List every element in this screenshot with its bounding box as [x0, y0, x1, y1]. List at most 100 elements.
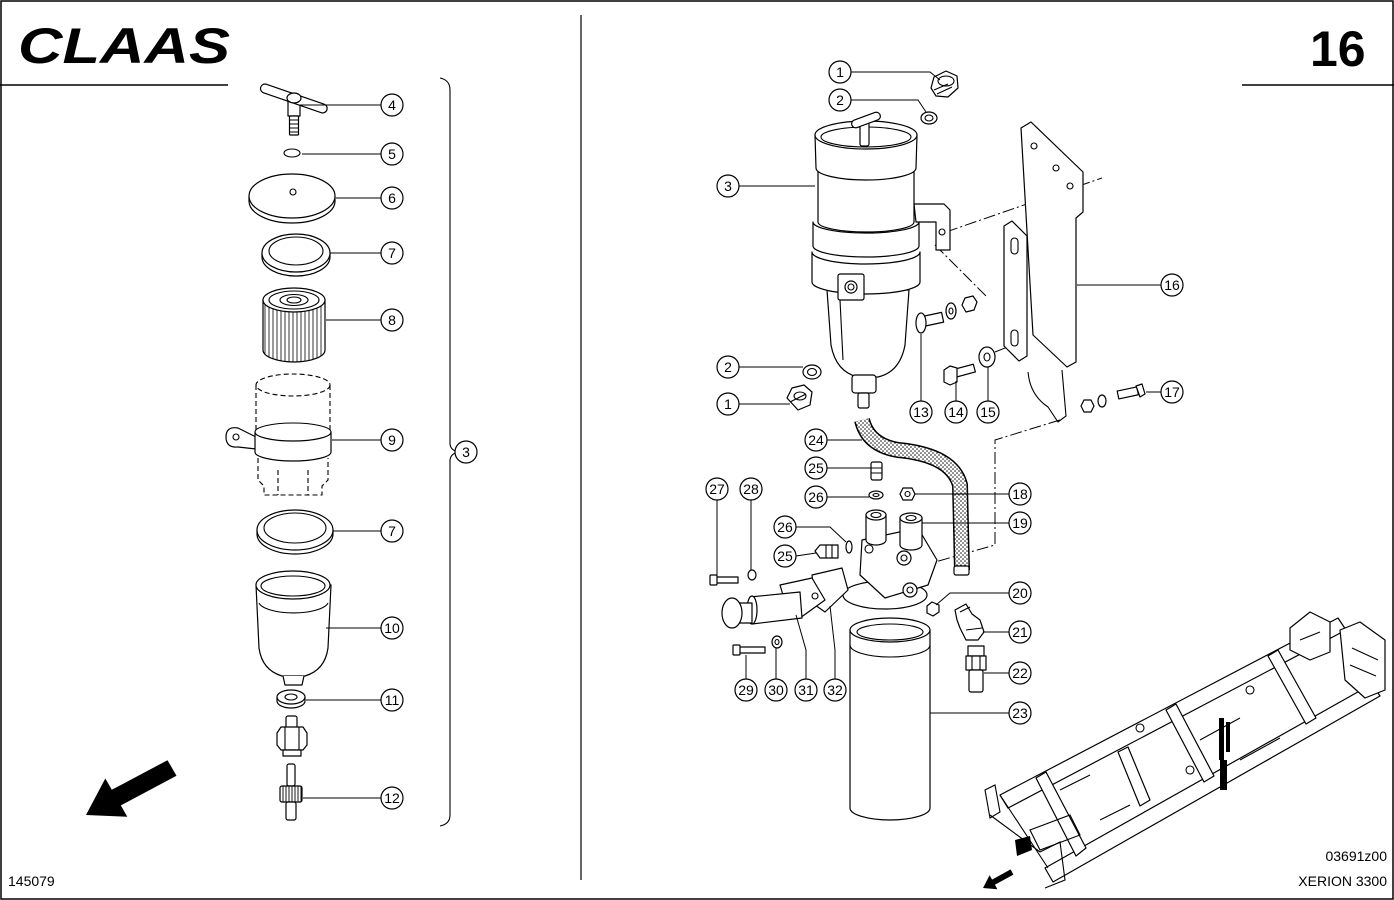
callout-26-side: 26 — [773, 515, 847, 543]
part-t-handle — [259, 83, 328, 136]
callout-2-lower: 2 — [716, 355, 803, 379]
svg-text:9: 9 — [388, 432, 396, 448]
catalog-number: 145079 — [8, 873, 55, 889]
part-o-ring — [283, 148, 301, 158]
svg-text:25: 25 — [777, 548, 793, 564]
svg-text:25: 25 — [808, 460, 824, 476]
part-small-screw — [926, 601, 940, 617]
svg-text:2: 2 — [836, 92, 844, 108]
part-hex-bolt — [943, 363, 976, 386]
part-carriage-bolt — [915, 295, 978, 334]
callout-1-upper: 1 — [828, 60, 941, 84]
part-straight-fitting — [965, 645, 987, 693]
part-valve-assembly — [721, 567, 849, 629]
svg-text:18: 18 — [1012, 486, 1028, 502]
page-number: 16 — [1310, 21, 1366, 77]
part-banjo-nut-upper — [930, 70, 959, 98]
svg-text:1: 1 — [724, 396, 732, 412]
callout-18: 18 — [915, 482, 1032, 506]
svg-text:13: 13 — [913, 404, 929, 420]
svg-text:12: 12 — [384, 790, 400, 806]
svg-text:26: 26 — [808, 489, 824, 505]
part-gasket-upper — [261, 233, 331, 277]
callout-12: 12 — [303, 786, 404, 810]
svg-text:19: 19 — [1012, 515, 1028, 531]
svg-text:7: 7 — [388, 245, 396, 261]
callout-15: 15 — [976, 367, 1000, 424]
callout-31: 31 — [794, 614, 818, 702]
svg-text:30: 30 — [768, 682, 784, 698]
svg-text:3: 3 — [462, 444, 470, 460]
callout-13: 13 — [909, 334, 933, 424]
part-ring-nipple-upper — [868, 490, 884, 500]
direction-arrow-icon — [86, 760, 177, 817]
part-fuel-hose — [854, 417, 970, 576]
part-gasket-lower — [256, 509, 334, 555]
drawing-number: 03691z00 — [1325, 848, 1387, 864]
part-ring-nipple-side — [845, 540, 853, 554]
svg-text:29: 29 — [738, 682, 754, 698]
part-fuel-prefilter — [811, 111, 951, 409]
callout-7-lower: 7 — [333, 519, 404, 543]
callout-25-side: 25 — [773, 544, 817, 568]
callout-17: 17 — [1146, 380, 1184, 404]
callout-24: 24 — [804, 428, 862, 452]
svg-text:15: 15 — [980, 404, 996, 420]
svg-text:7: 7 — [388, 523, 396, 539]
part-screw-upper — [709, 569, 757, 586]
svg-text:31: 31 — [798, 682, 814, 698]
svg-text:23: 23 — [1012, 705, 1028, 721]
callout-10: 10 — [326, 616, 404, 640]
part-mounting-plate — [1003, 121, 1084, 423]
part-cover — [248, 173, 336, 224]
callout-29: 29 — [734, 655, 758, 702]
callout-11: 11 — [306, 688, 404, 712]
callout-6: 6 — [336, 186, 404, 210]
svg-text:27: 27 — [709, 481, 725, 497]
svg-text:24: 24 — [808, 432, 824, 448]
callout-23: 23 — [930, 701, 1032, 725]
svg-text:22: 22 — [1012, 665, 1028, 681]
callout-25-upper: 25 — [804, 456, 871, 480]
callout-8: 8 — [326, 308, 404, 332]
part-ring-lower — [802, 364, 822, 380]
callout-30: 30 — [764, 648, 788, 702]
part-filter-element — [262, 287, 326, 363]
callout-2-upper: 2 — [828, 88, 927, 113]
svg-text:1: 1 — [836, 64, 844, 80]
claas-logo: CLAAS — [18, 18, 230, 74]
callout-3: 3 — [716, 174, 815, 198]
part-filter-canister — [849, 617, 931, 821]
part-nipple-upper — [870, 461, 883, 481]
svg-text:2: 2 — [724, 359, 732, 375]
callout-7-upper: 7 — [330, 241, 404, 265]
callout-28: 28 — [739, 477, 763, 570]
callout-32: 32 — [823, 605, 847, 702]
callout-20: 20 — [935, 581, 1032, 606]
svg-text:32: 32 — [827, 682, 843, 698]
callout-21: 21 — [983, 620, 1032, 644]
callout-14: 14 — [944, 381, 968, 424]
part-washer — [978, 346, 996, 368]
svg-text:11: 11 — [385, 692, 400, 708]
svg-text:17: 17 — [1164, 384, 1180, 400]
svg-text:26: 26 — [777, 519, 793, 535]
svg-text:28: 28 — [743, 481, 759, 497]
svg-text:20: 20 — [1012, 585, 1028, 601]
svg-text:21: 21 — [1012, 624, 1028, 640]
part-filter-housing — [225, 373, 332, 496]
part-ring-upper — [920, 111, 938, 125]
callout-22: 22 — [984, 661, 1032, 685]
svg-text:14: 14 — [948, 404, 964, 420]
svg-text:16: 16 — [1164, 277, 1180, 293]
callout-5: 5 — [302, 142, 404, 166]
callout-16: 16 — [1077, 273, 1184, 297]
callout-9: 9 — [332, 428, 404, 452]
chassis-overview — [984, 611, 1386, 889]
callout-26-upper: 26 — [804, 485, 869, 509]
part-drain-fitting — [276, 715, 308, 757]
part-banjo-nut-lower — [786, 384, 813, 411]
